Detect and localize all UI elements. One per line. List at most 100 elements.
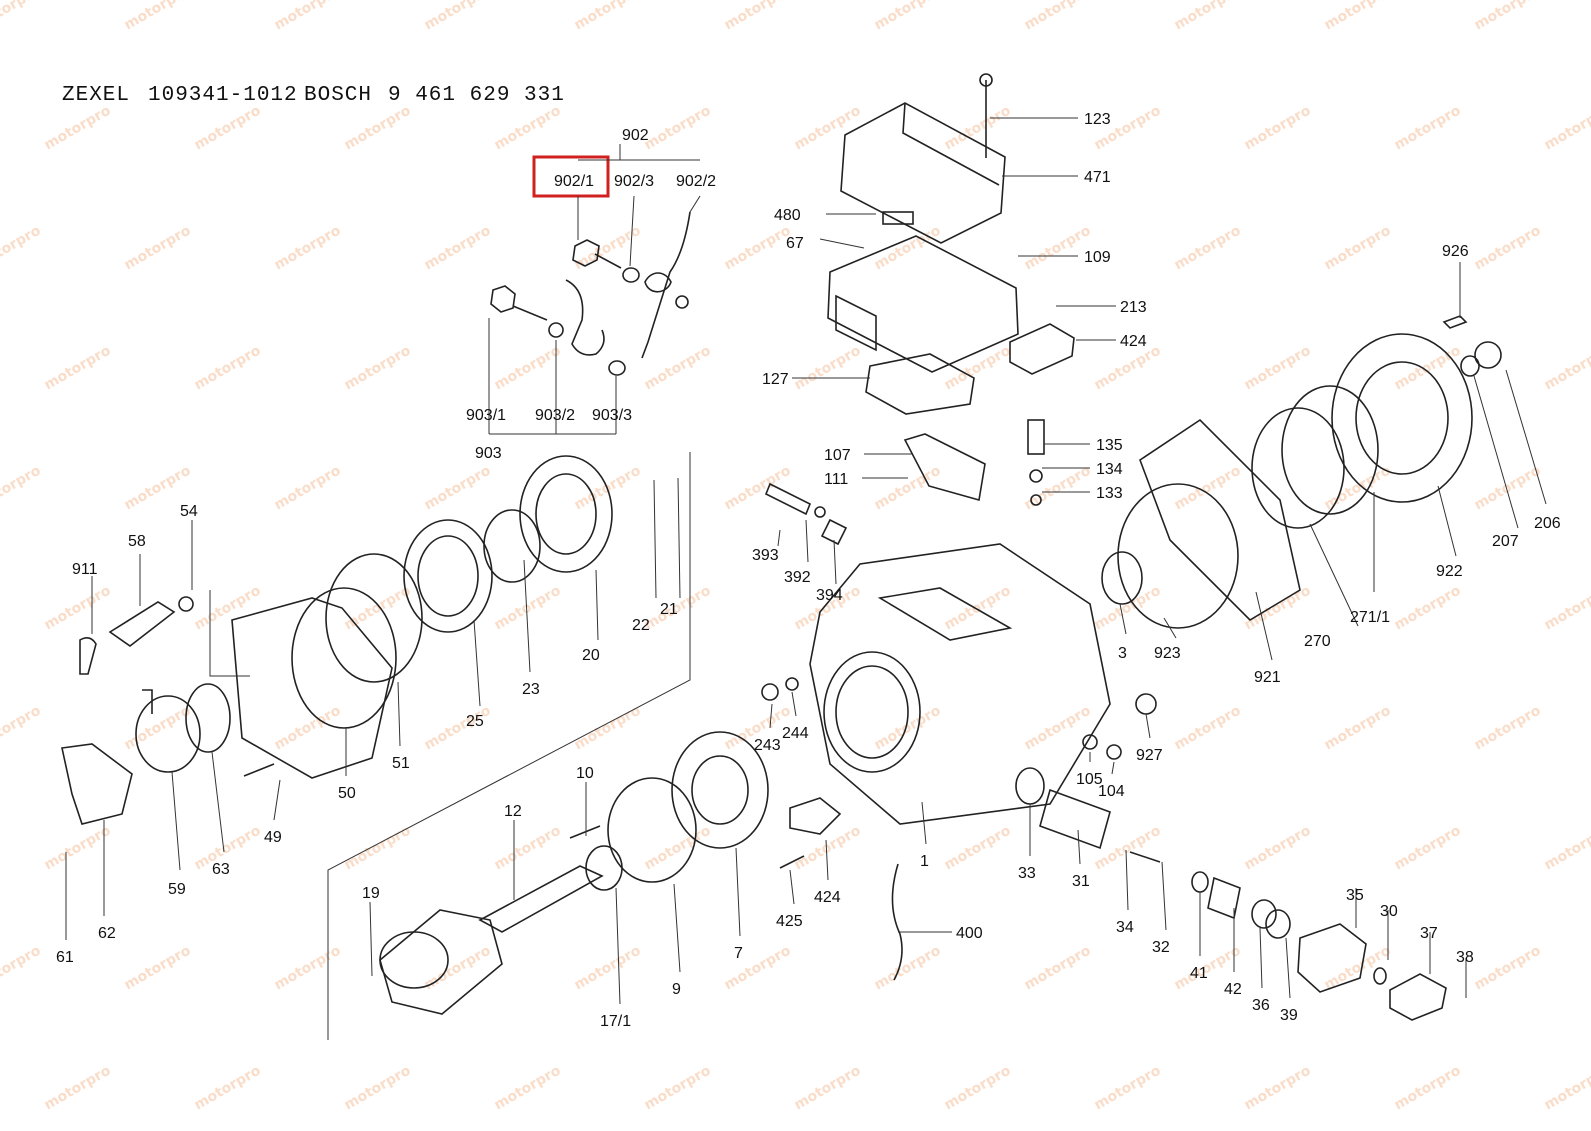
watermark-text: motorpro xyxy=(192,1062,264,1113)
part-label: 107 xyxy=(824,447,851,464)
watermark-text: motorpro xyxy=(872,222,944,273)
part-label: 23 xyxy=(522,681,540,698)
document-header: ZEXEL 109341-1012 BOSCH 9 461 629 331 xyxy=(62,84,564,107)
watermark-text: motorpro xyxy=(642,102,714,153)
part-label: 105 xyxy=(1076,771,1103,788)
sensor-group-drawing xyxy=(903,323,1075,506)
part-label: 37 xyxy=(1420,925,1438,942)
watermark-text: motorpro xyxy=(942,342,1014,393)
watermark-text: motorpro xyxy=(1542,822,1591,873)
part-drawings xyxy=(61,73,1502,1021)
watermark-text: motorpro xyxy=(192,582,264,633)
banjo-fitting-903-drawing xyxy=(490,279,626,376)
watermark-text: motorpro xyxy=(342,1062,414,1113)
pump-housing-drawing xyxy=(809,543,1111,825)
watermark-text: motorpro xyxy=(1172,702,1244,753)
brand-zexel: ZEXEL xyxy=(62,84,130,107)
ecu-cover-drawing xyxy=(840,73,1006,244)
watermark-text: motorpro xyxy=(492,1062,564,1113)
watermark-text: motorpro xyxy=(42,822,114,873)
watermark-text: motorpro xyxy=(722,222,794,273)
gasket-127-drawing xyxy=(865,353,975,415)
part-label: 63 xyxy=(212,861,230,878)
part-label: 213 xyxy=(1120,299,1147,316)
watermark-text: motorpro xyxy=(1092,582,1164,633)
drive-shaft-drawing xyxy=(379,731,769,1015)
watermark-text: motorpro xyxy=(792,342,864,393)
part-label: 922 xyxy=(1436,563,1463,580)
watermark-text: motorpro xyxy=(1322,942,1394,993)
part-label: 127 xyxy=(762,371,789,388)
zexel-part-number: 109341-1012 xyxy=(148,84,298,107)
watermark-text: motorpro xyxy=(792,1062,864,1113)
watermark-text: motorpro xyxy=(42,342,114,393)
part-label: 62 xyxy=(98,925,116,942)
part-label: 123 xyxy=(1084,111,1111,128)
part-label: 35 xyxy=(1346,887,1364,904)
watermark-text: motorpro xyxy=(572,222,644,273)
part-label: 109 xyxy=(1084,249,1111,266)
watermark-text: motorpro xyxy=(1392,822,1464,873)
watermark-text: motorpro xyxy=(1022,702,1094,753)
watermark-text: motorpro xyxy=(42,1062,114,1113)
part-label: 17/1 xyxy=(600,1013,631,1030)
part-label: 31 xyxy=(1072,873,1090,890)
part-label: 394 xyxy=(816,587,843,604)
part-label: 3 xyxy=(1118,645,1127,662)
watermark-text: motorpro xyxy=(422,0,494,33)
watermark-text: motorpro xyxy=(422,222,494,273)
part-label: 903/2 xyxy=(535,407,575,424)
part-label: 34 xyxy=(1116,919,1134,936)
part-label: 393 xyxy=(752,547,779,564)
watermark-text: motorpro xyxy=(1472,942,1544,993)
watermark-text: motorpro xyxy=(1322,222,1394,273)
part-label: 50 xyxy=(338,785,356,802)
brand-bosch: BOSCH xyxy=(304,84,372,107)
watermark-text: motorpro xyxy=(0,462,44,513)
part-label: 67 xyxy=(786,235,804,252)
watermark-text: motorpro xyxy=(1472,462,1544,513)
part-label: 111 xyxy=(824,471,848,488)
part-label: 38 xyxy=(1456,949,1474,966)
watermark-text: motorpro xyxy=(342,342,414,393)
part-label: 10 xyxy=(576,765,594,782)
part-label: 61 xyxy=(56,949,74,966)
watermark-text: motorpro xyxy=(272,702,344,753)
part-label: 36 xyxy=(1252,997,1270,1014)
part-label: 104 xyxy=(1098,783,1125,800)
watermark-text: motorpro xyxy=(642,342,714,393)
watermark-text: motorpro xyxy=(272,462,344,513)
watermark-text: motorpro xyxy=(1022,462,1094,513)
watermark-text: motorpro xyxy=(122,222,194,273)
watermark-text: motorpro xyxy=(272,222,344,273)
ecu-unit-drawing xyxy=(827,211,1019,373)
watermark-text: motorpro xyxy=(1322,0,1394,33)
part-label: 903 xyxy=(475,445,502,462)
part-label: 22 xyxy=(632,617,650,634)
watermark-text: motorpro xyxy=(1172,462,1244,513)
left-parts-drawing xyxy=(61,596,275,825)
watermark-text: motorpro xyxy=(1092,1062,1164,1113)
watermark-text: motorpro xyxy=(1242,1062,1314,1113)
watermark-text: motorpro xyxy=(42,102,114,153)
watermark-text: motorpro xyxy=(122,942,194,993)
watermark-text: motorpro xyxy=(0,702,44,753)
part-label: 58 xyxy=(128,533,146,550)
watermark-text: motorpro xyxy=(1392,342,1464,393)
part-label: 21 xyxy=(660,601,678,618)
watermark-text: motorpro xyxy=(1392,582,1464,633)
part-label: 19 xyxy=(362,885,380,902)
part-label: 471 xyxy=(1084,169,1111,186)
watermark-text: motorpro xyxy=(1392,102,1464,153)
part-label: 244 xyxy=(782,725,809,742)
watermark-text: motorpro xyxy=(1472,702,1544,753)
watermark-text: motorpro xyxy=(872,0,944,33)
gear-disc-drawing xyxy=(1251,315,1502,529)
part-label: 424 xyxy=(814,889,841,906)
part-label: 9 xyxy=(672,981,681,998)
part-label: 59 xyxy=(168,881,186,898)
watermark-text: motorpro xyxy=(192,342,264,393)
banjo-fitting-902-drawing xyxy=(572,211,691,359)
watermark-text: motorpro xyxy=(0,0,44,33)
